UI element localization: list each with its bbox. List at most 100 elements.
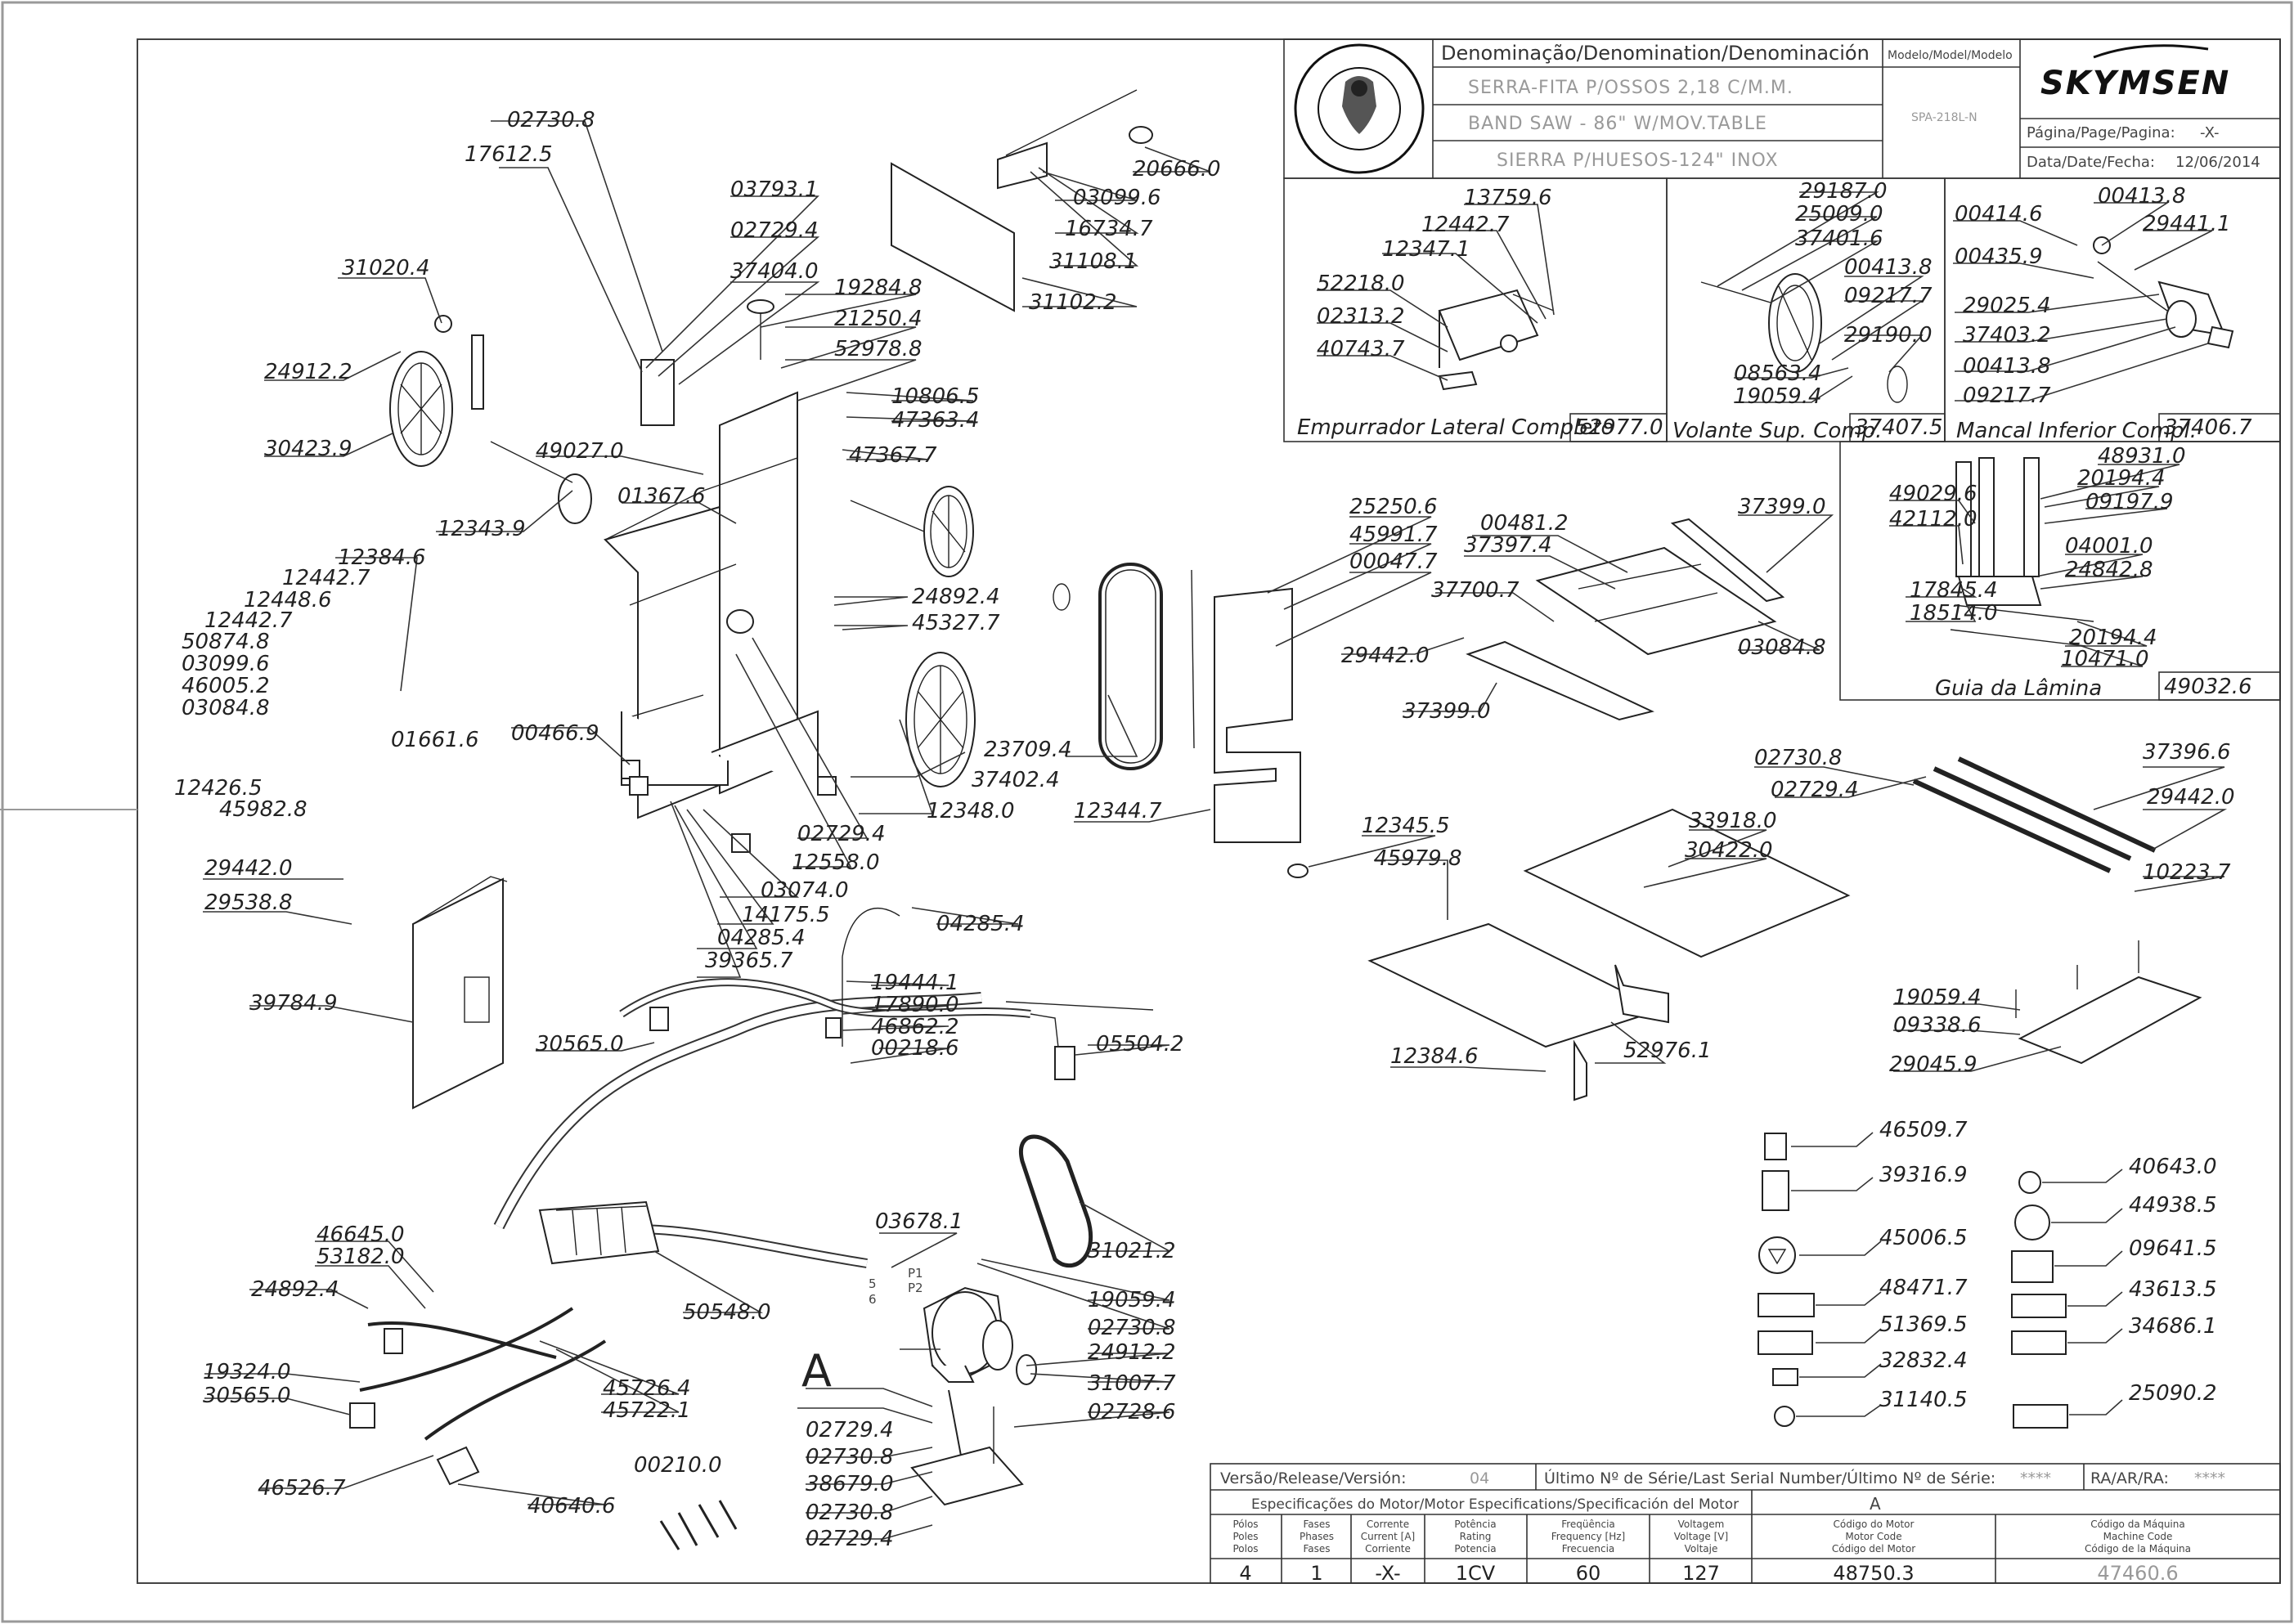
part-number: 12558.0 [792,850,880,875]
spec-header-current: Corrente [1367,1519,1409,1530]
sticker-icon [1772,1368,1798,1386]
part-number: 37700.7 [1431,578,1520,603]
drive-wheel-lower [905,652,976,787]
spec-header-current: Current [A] [1361,1531,1415,1542]
spec-header-phases: Phases [1300,1531,1334,1542]
motor-labels: 03678.1 31021.2 19059.4 02730.8 24912.2 … [801,1209,1176,1551]
part-number: 02729.4 [806,1527,894,1551]
part-number: 12345.5 [1362,814,1450,838]
brand-swoosh-icon [2093,44,2209,59]
motor-spec-marker: A [1870,1494,1881,1514]
part-number: 09217.7 [1963,384,2051,408]
lower-bearing-labels: 00414.6 00413.8 29441.1 00435.9 29025.4 … [1955,184,2231,408]
part-number: 19284.8 [834,276,923,300]
part-number: 52976.1 [1623,1039,1712,1063]
part-number: 48931.0 [2098,444,2186,469]
part-number: 00047.7 [1349,550,1438,574]
spec-header-current: Corriente [1365,1543,1411,1554]
spec-header-frequency: Freqüência [1561,1519,1615,1530]
date-label: Data/Date/Fecha: [2027,154,2155,171]
part-number: 03099.6 [1073,186,1161,210]
spec-header-rating: Rating [1460,1531,1492,1542]
spec-header-voltage: Voltage [V] [1674,1531,1728,1542]
part-number: 02730.8 [507,108,595,132]
spec-header-machine-code: Machine Code [2103,1531,2173,1542]
part-number: 13759.6 [1464,186,1552,210]
subassembly-code-upper-wheel: 37407.5 [1855,415,1943,440]
part-number: 31007.7 [1088,1371,1176,1396]
part-number: 01367.6 [617,484,706,509]
base-plate [2018,976,2202,1065]
part-number: 50548.0 [683,1300,771,1325]
machine-name-pt: SERRA-FITA P/OSSOS 2,18 C/M.M. [1468,78,1793,98]
part-number: 51369.5 [1879,1312,1968,1337]
part-number: 19324.0 [203,1360,291,1384]
part-number: 37401.6 [1795,227,1883,251]
part-number: 34686.1 [2129,1314,2217,1339]
sticker-icon [2014,1205,2050,1240]
blade-guard [1214,587,1301,843]
blade-guide-labels: 48931.0 20194.4 09197.9 49029.6 42112.0 … [1889,444,2186,671]
part-number: 12442.7 [204,608,293,633]
part-number: 00481.2 [1480,511,1569,536]
spec-value-phases: 1 [1310,1562,1322,1585]
spec-value-poles: 4 [1239,1562,1251,1585]
part-number: 00413.8 [2098,184,2186,209]
subassembly-boxes: Empurrador Lateral Completo 52977.0 Vola… [1283,177,2281,701]
part-number: 49027.0 [536,439,624,464]
spec-header-motor-code: Código del Motor [1832,1543,1915,1554]
model-header: Modelo/Model/Modelo [1888,49,2013,62]
pusher-labels: 13759.6 12442.7 12347.1 52218.0 02313.2 … [1317,186,1552,361]
part-number: 21250.4 [834,307,923,331]
part-number: 40743.7 [1317,337,1405,361]
part-number: 20666.0 [1133,157,1221,182]
main-assembly-labels: 02730.8 17612.5 03793.1 02729.4 37404.0 … [174,108,1221,973]
part-number: 02730.8 [1754,746,1843,770]
part-number: 42112.0 [1889,507,1978,532]
sticker-labels: 46509.7 39316.9 45006.5 48471.7 51369.5 … [1879,1118,2217,1412]
part-number: 09641.5 [2129,1236,2217,1261]
part-number: 00466.9 [511,721,599,746]
part-number: 29025.4 [1963,294,2051,318]
spec-header-phases: Fases [1303,1519,1330,1530]
part-number: 05504.2 [1096,1032,1184,1056]
part-number: 10806.5 [891,384,980,409]
sticker-icon [2011,1294,2067,1318]
part-number: 12384.6 [338,545,426,570]
part-number: 02313.2 [1317,304,1405,329]
brand-logo: SKYMSEN [2040,65,2230,102]
spec-header-rating: Potência [1454,1519,1496,1530]
wire-mark: P1 [908,1266,923,1281]
part-number: 25250.6 [1349,495,1438,519]
sticker-icons [1758,1132,2123,1429]
part-number: 09338.6 [1893,1013,1982,1038]
sticker-icon [2013,1404,2068,1429]
drawing-frame [137,38,2281,1584]
serial-value: **** [2020,1469,2051,1487]
part-number: 45722.1 [603,1398,691,1423]
part-number: 25090.2 [2129,1381,2217,1406]
part-number: 29045.9 [1889,1052,1978,1077]
part-number: 01661.6 [391,728,479,752]
spec-value-motor-code: 48750.3 [1833,1562,1914,1585]
part-number: 12384.6 [1390,1044,1479,1069]
part-number: 37403.2 [1963,323,2051,348]
part-number: 08563.4 [1734,361,1822,386]
spec-header-motor-code: Código do Motor [1834,1519,1915,1530]
subassembly-code-blade-guide: 49032.6 [2164,675,2252,699]
machine-name-es: SIERRA P/HUESOS-124" INOX [1497,150,1779,171]
part-number: 00413.8 [1844,255,1933,280]
part-number: 45991.7 [1349,523,1438,547]
part-number: 45726.4 [603,1376,691,1401]
part-number: 19059.4 [1088,1288,1176,1312]
spec-value-frequency: 60 [1576,1562,1601,1585]
motor-marker: A [801,1345,832,1397]
wire-mark: P2 [908,1281,923,1295]
blade-guard-labels: 25250.6 45991.7 00047.7 23709.4 12344.7 … [984,495,1450,838]
part-number: 43613.5 [2129,1277,2217,1302]
part-number: 12442.7 [1421,213,1510,237]
subassembly-code-lower-bearing: 37406.7 [2164,415,2252,440]
part-number: 29441.1 [2143,212,2231,236]
spec-header-frequency: Frequency [Hz] [1551,1531,1626,1542]
release-block: Versão/Release/Versión: 04 Último Nº de … [1210,1463,2281,1585]
